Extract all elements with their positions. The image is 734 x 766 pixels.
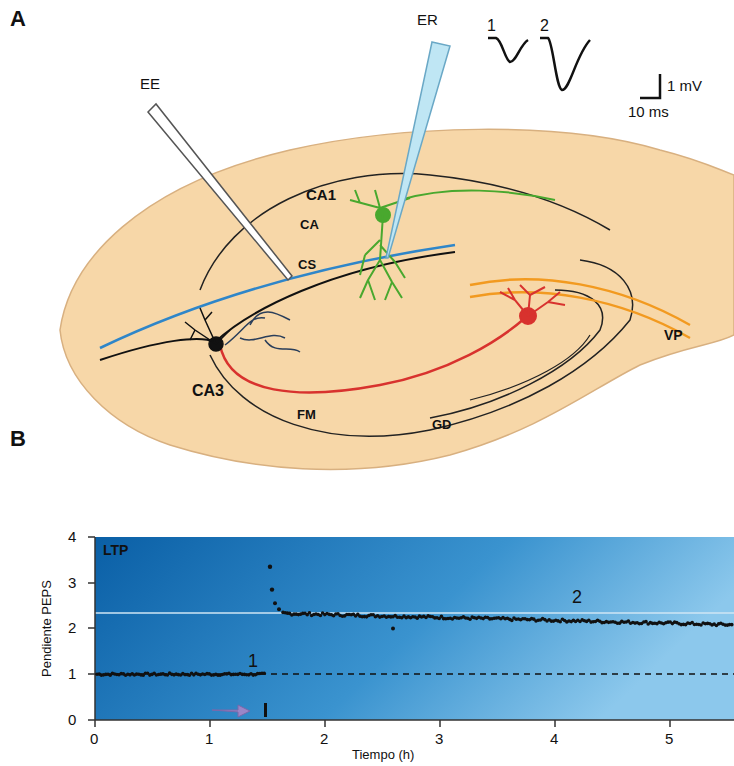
tick-label: 4	[68, 529, 76, 544]
ca1-neuron	[350, 188, 555, 300]
data-point	[270, 587, 274, 591]
region-label: CA1	[306, 187, 336, 202]
chart-background	[95, 537, 734, 720]
tick-label: 0	[68, 712, 76, 727]
tick-label: 3	[68, 575, 76, 590]
trace-number: 2	[540, 18, 549, 34]
tetanus-mark	[264, 703, 267, 717]
tick-label: 4	[550, 731, 558, 746]
electrode-label: ER	[417, 12, 438, 27]
region-label: VP	[664, 328, 683, 342]
perforant-path	[470, 279, 690, 338]
region-label: CA3	[192, 383, 224, 399]
axis-title: Tiempo (h)	[352, 748, 414, 761]
chart-title: LTP	[103, 543, 128, 557]
region-label: CS	[298, 258, 316, 271]
mossy-fiber	[220, 318, 525, 392]
trace-2	[540, 38, 590, 90]
tick-label: 2	[68, 620, 76, 635]
callout-number: 1	[248, 652, 258, 670]
tick-label: 3	[435, 731, 443, 746]
ca3-neuron	[185, 308, 300, 352]
grid-line	[95, 612, 734, 614]
ca-inner	[210, 260, 633, 436]
region-label: FM	[297, 408, 316, 421]
tick-label: 5	[665, 731, 673, 746]
tick-label: 1	[205, 731, 213, 746]
trace-number: 1	[487, 18, 496, 34]
axis-title: Pendiente PEPS	[40, 580, 53, 677]
scale-bar	[640, 74, 660, 98]
scale-label: 10 ms	[628, 104, 669, 119]
data-point	[391, 627, 395, 631]
panel-letter: A	[10, 8, 26, 30]
callout-number: 2	[572, 588, 582, 606]
scale-label: 1 mV	[667, 78, 702, 93]
data-point	[273, 601, 277, 605]
data-points	[95, 565, 733, 678]
granule-cell	[500, 285, 565, 324]
data-point	[262, 671, 266, 675]
data-point	[730, 623, 734, 627]
trace-1	[488, 38, 528, 62]
tick-label: 1	[68, 666, 76, 681]
tetanus-arrow	[212, 705, 250, 717]
region-label: CA	[300, 218, 319, 231]
stimulating-electrode	[148, 104, 292, 280]
hippocampal-slice	[60, 129, 734, 469]
recording-electrode	[386, 42, 450, 258]
tick-label: 0	[90, 731, 98, 746]
data-point	[268, 565, 272, 569]
tick-label: 2	[320, 731, 328, 746]
gd-arc	[430, 290, 603, 418]
region-label: GD	[432, 418, 452, 431]
data-point	[277, 607, 281, 611]
axes	[88, 537, 734, 727]
panel-letter: B	[10, 428, 26, 450]
electrode-label: EE	[140, 76, 160, 91]
